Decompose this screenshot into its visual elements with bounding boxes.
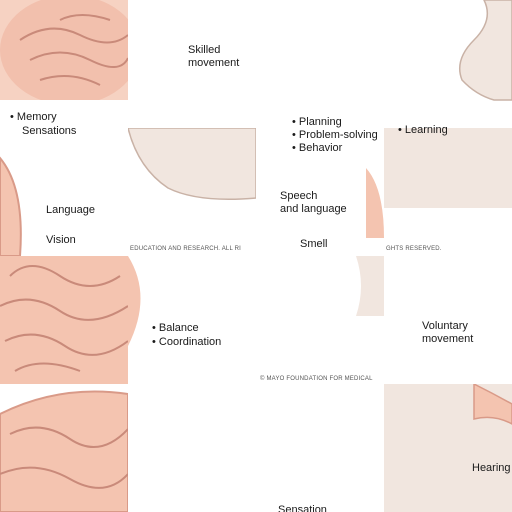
balance-label: • Balance — [152, 322, 199, 334]
copyright-fragment-2: GHTS RESERVED. — [386, 246, 442, 252]
brain-lower-illustration — [0, 384, 128, 512]
tile-r2-c2: © MAYO FOUNDATION FOR MEDICAL — [256, 256, 384, 384]
face-nose-illustration — [384, 128, 512, 256]
cerebellum-edge-illustration — [128, 256, 256, 384]
hearing-label: Hearing — [472, 462, 511, 474]
frontal-lobe-illustration — [256, 128, 384, 256]
tile-r2-c1: • Balance • Coordination — [128, 256, 256, 384]
skull-outline-illustration — [256, 0, 384, 128]
vision-label: Vision — [46, 234, 76, 246]
tile-r0-c3 — [384, 0, 512, 128]
skilled-movement-label: Skilled movement — [188, 44, 240, 69]
tile-r0-c1 — [128, 0, 256, 128]
tile-r2-c0 — [0, 256, 128, 384]
copyright-fragment-1: EDUCATION AND RESEARCH. ALL RI — [130, 246, 242, 252]
face-lips-illustration — [256, 256, 384, 384]
brain-cerebellum-illustration — [0, 0, 128, 128]
brain-folds-illustration — [0, 256, 128, 384]
tile-r2-c3: Voluntary movement — [384, 256, 512, 384]
smell-label: Smell — [300, 238, 328, 250]
behavior-label: • Behavior — [292, 142, 343, 154]
problem-solving-label: • Problem-solving — [292, 129, 378, 141]
planning-label: • Planning — [292, 116, 342, 128]
tile-r1-c3 — [384, 128, 512, 256]
copyright-fragment-3: © MAYO FOUNDATION FOR MEDICAL — [260, 376, 373, 382]
voluntary-movement-label: Voluntary movement — [422, 320, 474, 345]
speech-language-label: Speech and language — [280, 190, 347, 215]
sensations-label: Sensations — [22, 125, 77, 137]
tile-r3-c3: Hearing — [384, 384, 512, 512]
tile-r3-c1 — [128, 384, 256, 512]
tile-r3-c2: Sensation — [256, 384, 384, 512]
tile-r1-c1: EDUCATION AND RESEARCH. ALL RI — [128, 128, 256, 256]
memory-label: • Memory — [10, 111, 57, 123]
face-profile-illustration — [384, 0, 512, 128]
parietal-illustration — [384, 256, 512, 384]
face-chin-illustration — [128, 128, 256, 256]
tile-r0-c0: • Memory — [0, 0, 128, 128]
eye-temporal-illustration — [384, 384, 512, 512]
learning-label: • Learning — [398, 124, 448, 136]
tile-r1-c2: Speech and language Smell — [256, 128, 384, 256]
tile-r1-c0: Language Vision — [0, 128, 128, 256]
brain-side-illustration — [0, 128, 128, 256]
sensation-partial-label: Sensation — [278, 504, 327, 512]
language-label: Language — [46, 204, 95, 216]
tile-r3-c0 — [0, 384, 128, 512]
coordination-label: • Coordination — [152, 336, 222, 348]
tile-r0-c2 — [256, 0, 384, 128]
